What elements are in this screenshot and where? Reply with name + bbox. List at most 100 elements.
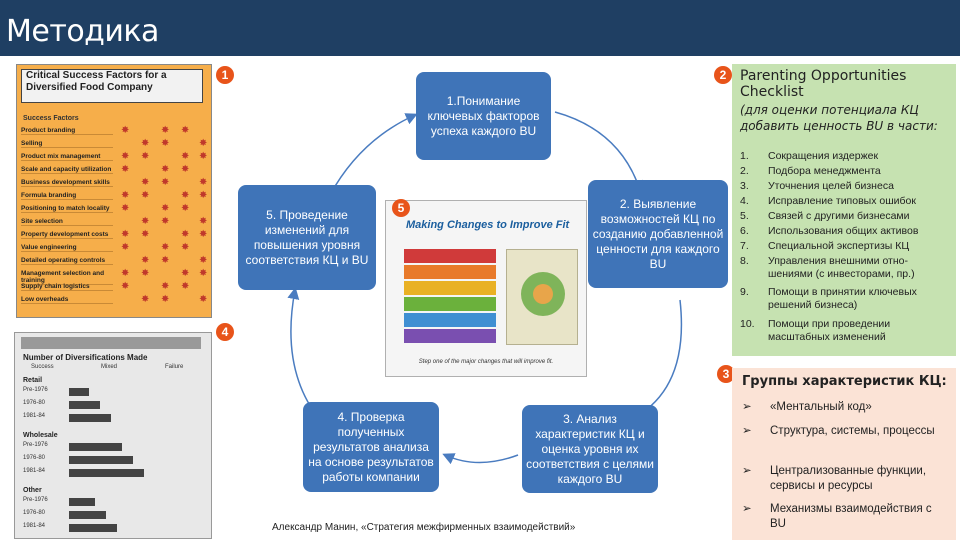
star-icon: ✸ [161, 294, 170, 305]
book-block [404, 297, 496, 311]
book-block [404, 281, 496, 295]
groups-title: Группы характеристик КЦ: [742, 374, 947, 389]
star-icon: ✸ [121, 190, 130, 201]
group-item-text: «Ментальный код» [770, 401, 872, 413]
item-number: 4. [740, 195, 749, 207]
item-number: 6. [740, 225, 749, 237]
item-text: Сокращения издержек [768, 150, 879, 162]
arrow-2-3 [627, 299, 683, 422]
star-icon: ✸ [161, 242, 170, 253]
arrow-bullet-icon: ➢ [742, 401, 752, 413]
star-icon: ✸ [161, 216, 170, 227]
star-icon: ✸ [161, 255, 170, 266]
group-label: Wholesale [23, 432, 58, 439]
star-icon: ✸ [161, 125, 170, 136]
book-diagram [506, 249, 578, 345]
item-text: Управления внешними отно-шениями (с инве… [768, 255, 915, 280]
star-icon: ✸ [181, 203, 190, 214]
item-text: Помощи при проведении масштабных изменен… [768, 318, 891, 343]
item-number: 10. [740, 318, 755, 330]
step-4-box: 4. Проверка полученных результатов анали… [303, 402, 439, 492]
period-label: 1976-80 [23, 455, 46, 461]
slide-title: Методика [6, 14, 159, 49]
star-icon: ✸ [141, 190, 150, 201]
step-5-box: 5. Проведение изменений для повышения ур… [238, 185, 376, 290]
parenting-item: 5.Связей с другими бизнесами [740, 210, 910, 223]
arrow-1-2 [554, 111, 643, 193]
item-number: 8. [740, 255, 749, 267]
parenting-item: 1.Сокращения издержек [740, 150, 878, 163]
groups-panel: Группы характеристик КЦ: ➢ «Ментальный ко… [732, 368, 956, 540]
star-icon: ✸ [181, 268, 190, 279]
col-success: Success [31, 364, 54, 370]
star-icon: ✸ [199, 177, 208, 188]
csf-factor-row: Value engineering [21, 244, 113, 252]
star-icon: ✸ [121, 229, 130, 240]
period-label: Pre-1976 [23, 497, 48, 503]
book-block [404, 265, 496, 279]
footer-credit: Александр Манин, «Стратегия межфирменных… [272, 522, 576, 533]
star-icon: ✸ [199, 151, 208, 162]
star-icon: ✸ [181, 151, 190, 162]
group-item-text: Централизованные функции, сервисы и ресу… [770, 465, 927, 492]
star-icon: ✸ [199, 255, 208, 266]
arrow-4-5 [287, 287, 321, 421]
star-icon: ✸ [141, 216, 150, 227]
parenting-subtitle: (для оценки потенциала КЦ добавить ценно… [740, 103, 938, 133]
csf-factor-row: Property development costs [21, 231, 113, 239]
csf-factor-row: Scale and capacity utilization [21, 166, 113, 174]
star-icon: ✸ [181, 242, 190, 253]
item-number: 5. [740, 210, 749, 222]
star-icon: ✸ [181, 229, 190, 240]
star-icon: ✸ [161, 177, 170, 188]
star-icon: ✸ [181, 164, 190, 175]
star-icon: ✸ [121, 268, 130, 279]
csf-table-image: Critical Success Factors for a Diversifi… [16, 64, 212, 318]
period-label: Pre-1976 [23, 387, 48, 393]
book-title: Making Changes to Improve Fit [406, 219, 570, 231]
csf-factor-row: Management selection and training [21, 270, 113, 285]
csf-factor-row: Formula branding [21, 192, 113, 200]
star-icon: ✸ [121, 281, 130, 292]
arrow-bullet-icon: ➢ [742, 465, 752, 477]
star-icon: ✸ [161, 138, 170, 149]
item-number: 7. [740, 240, 749, 252]
parenting-item: 2.Подбора менеджмента [740, 165, 881, 178]
book-figure: Making Changes to Improve Fit Step one o… [385, 200, 587, 377]
item-text: Исправление типовых ошибок [768, 195, 916, 207]
period-bar [69, 511, 106, 519]
star-icon: ✸ [199, 216, 208, 227]
csf-factor-row: Site selection [21, 218, 113, 226]
group-label: Other [23, 487, 42, 494]
book-block [404, 313, 496, 327]
period-label: Pre-1976 [23, 442, 48, 448]
badge-3: 3 [717, 365, 735, 383]
step-3-box: 3. Анализ характеристик КЦ и оценка уров… [522, 405, 658, 493]
period-bar [69, 524, 117, 532]
badge-1: 1 [216, 66, 234, 84]
star-icon: ✸ [141, 255, 150, 266]
parenting-panel: Parenting Opportunities Checklist (для о… [732, 64, 956, 356]
csf-factor-row: Supply chain logistics [21, 283, 113, 291]
star-icon: ✸ [199, 138, 208, 149]
star-icon: ✸ [121, 164, 130, 175]
star-icon: ✸ [121, 242, 130, 253]
star-icon: ✸ [121, 125, 130, 136]
book-block [404, 249, 496, 263]
csf-factor-row: Product branding [21, 127, 113, 135]
period-bar [69, 456, 133, 464]
parenting-title: Parenting Opportunities Checklist [740, 68, 907, 100]
col-mixed: Mixed [101, 364, 118, 370]
period-bar [69, 443, 122, 451]
period-label: 1981-84 [23, 523, 46, 529]
col-failure: Failure [165, 364, 184, 370]
star-icon: ✸ [141, 294, 150, 305]
star-icon: ✸ [181, 125, 190, 136]
diversification-table-image: Number of Diversifications Made Success … [14, 332, 212, 539]
badge-2: 2 [714, 66, 732, 84]
csf-factor-row: Business development skills [21, 179, 113, 187]
csf-factor-row: Product mix management [21, 153, 113, 161]
parenting-item: 6.Использования общих активов [740, 225, 918, 238]
star-icon: ✸ [141, 268, 150, 279]
parenting-item: 3.Уточнения целей бизнеса [740, 180, 894, 193]
